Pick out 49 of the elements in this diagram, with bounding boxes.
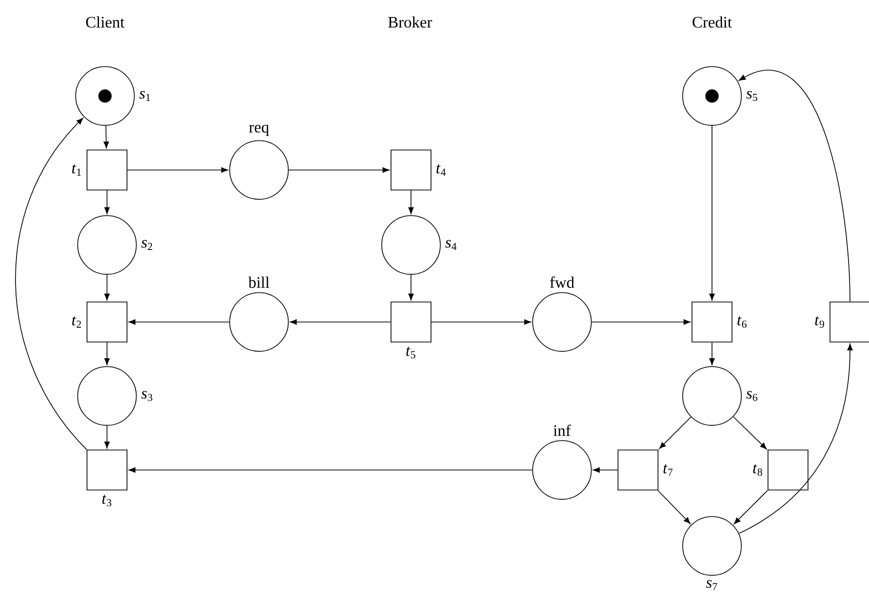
arrow: [659, 416, 692, 449]
arrow: [732, 416, 767, 450]
arrow: [408, 190, 414, 214]
transition-label: t$_{9}$: [815, 316, 824, 328]
place-label: s$_{2}$: [141, 240, 152, 250]
arrow: [734, 490, 768, 524]
token-dot: [98, 89, 112, 103]
transition-label: t$_{8}$: [753, 464, 762, 476]
transition-label: t$_{3}$: [102, 494, 112, 506]
arrow: [288, 167, 390, 173]
transition-label: t$_{2}$: [72, 316, 81, 328]
arrow: [657, 490, 690, 524]
arrow: [104, 342, 110, 365]
place-label: inf: [553, 424, 571, 436]
arrow: [592, 467, 618, 473]
arrow: [15, 118, 88, 450]
place-label: s$_{3}$: [141, 390, 152, 402]
arrow: [104, 190, 110, 214]
place-label: fwd: [550, 276, 574, 288]
arrow: [709, 342, 715, 365]
arrow: [738, 70, 850, 302]
place-label: bill: [248, 276, 270, 288]
arrow: [408, 274, 414, 300]
arrow: [738, 344, 853, 534]
column-heading: Broker: [388, 16, 432, 28]
transition-label: t$_{6}$: [738, 316, 747, 328]
transition-label: t$_{5}$: [406, 346, 416, 358]
transition-label: t$_{4}$: [436, 164, 446, 176]
arrow: [128, 467, 533, 473]
place-label: s$_{7}$: [706, 580, 718, 590]
arrow: [104, 125, 109, 148]
token-dot: [705, 89, 719, 103]
arrow: [709, 125, 715, 300]
arrow: [104, 274, 110, 300]
column-heading: Credit: [692, 16, 732, 28]
arrow: [104, 425, 110, 448]
column-heading: Client: [86, 16, 124, 28]
arrow: [128, 319, 230, 325]
place-label: s$_{5}$: [746, 90, 758, 102]
arrow: [290, 319, 391, 325]
place-label: req: [249, 124, 269, 136]
transition-label: t$_{7}$: [664, 464, 673, 476]
transition-label: t$_{1}$: [72, 164, 81, 176]
arrow: [431, 319, 532, 325]
place-label: s$_{6}$: [746, 390, 758, 402]
place-label: s$_{1}$: [139, 91, 150, 101]
place-label: s$_{4}$: [445, 240, 457, 250]
arrow: [127, 167, 228, 173]
arrow: [591, 319, 690, 325]
